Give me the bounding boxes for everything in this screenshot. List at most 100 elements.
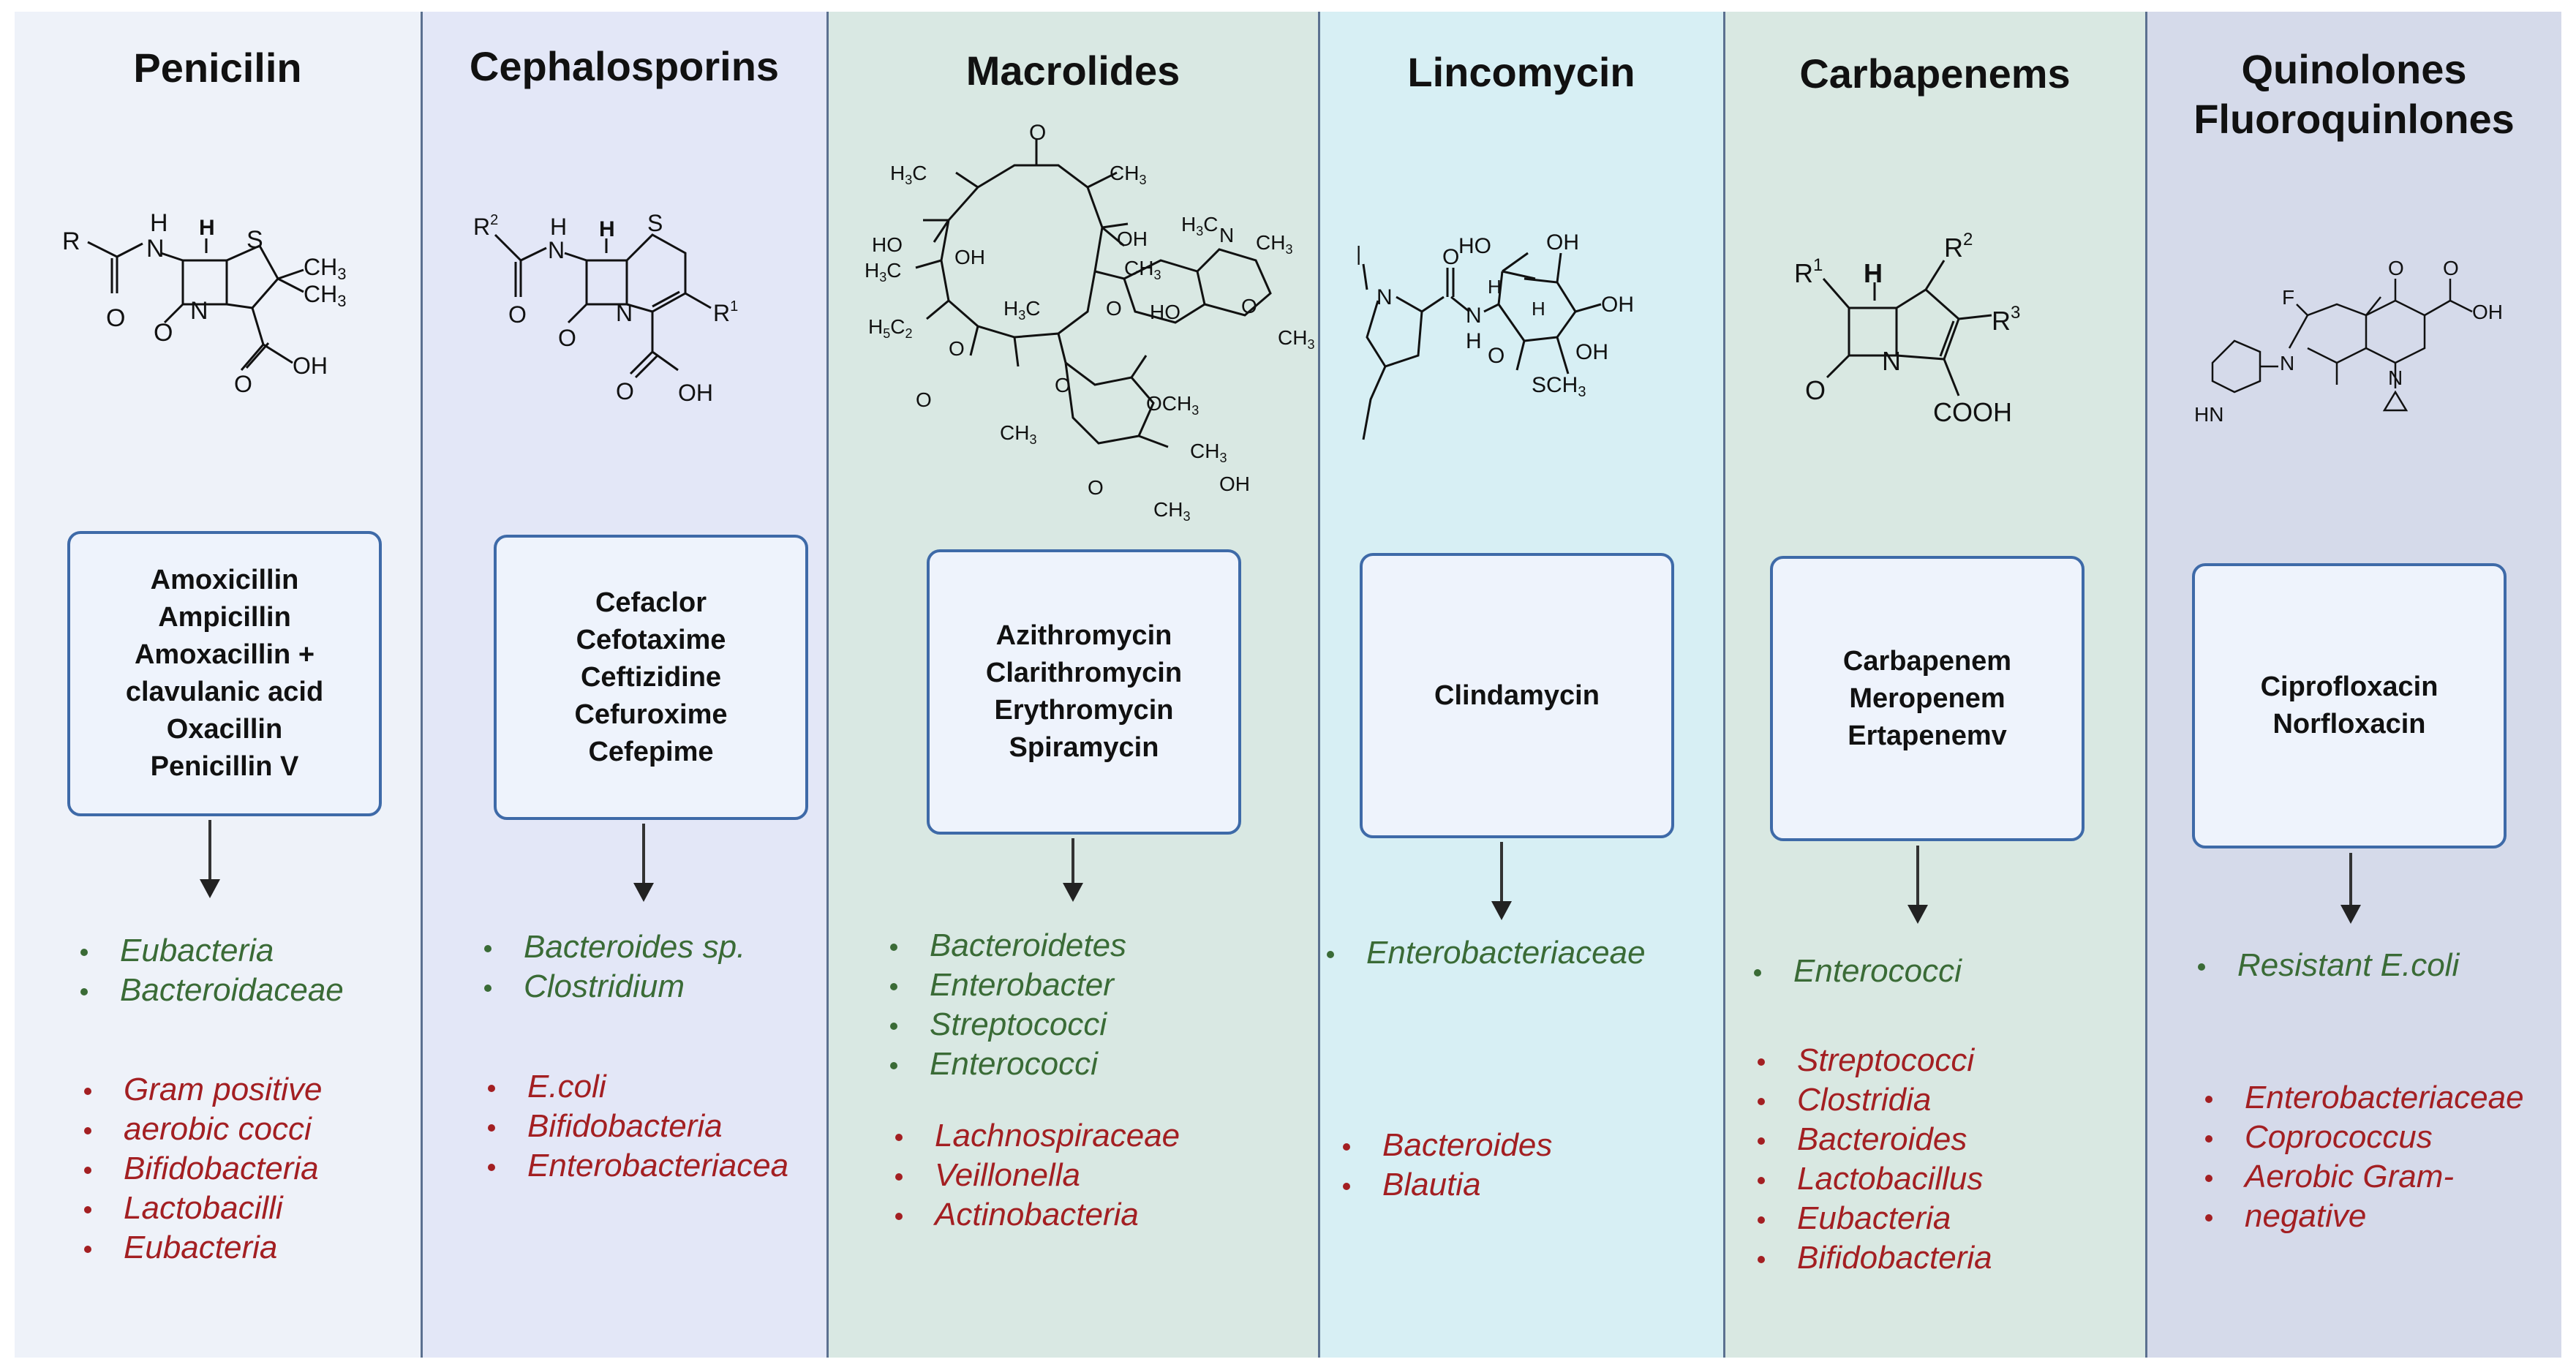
- bacteria-item: Lactobacilli: [84, 1189, 322, 1228]
- svg-text:OCH3: OCH3: [1146, 392, 1199, 418]
- svg-text:H: H: [150, 209, 168, 237]
- bacteria-item: Actinobacteria: [895, 1195, 1180, 1235]
- svg-text:CH3: CH3: [1110, 162, 1146, 187]
- column-divider: [1318, 12, 1320, 1358]
- svg-text:HO: HO: [1150, 301, 1180, 323]
- drug-name: Clindamycin: [1434, 680, 1600, 711]
- decreased-bacteria-list: Streptococci Clostridia Bacteroides Lact…: [1758, 1041, 1992, 1278]
- svg-text:N: N: [1376, 285, 1393, 309]
- svg-text:|: |: [1356, 242, 1361, 265]
- drug-name: Amoxicillin: [150, 565, 299, 595]
- column-title: Lincomycin: [1319, 48, 1723, 97]
- title-line: Macrolides: [965, 48, 1180, 94]
- drug-name: clavulanic acid: [125, 677, 324, 707]
- svg-text:OH: OH: [678, 380, 713, 406]
- column-divider: [421, 12, 423, 1358]
- drug-name: Cefepime: [588, 736, 714, 767]
- svg-text:H: H: [1466, 329, 1482, 353]
- bacteria-item: Bifidobacteria: [1758, 1238, 1992, 1278]
- drug-name: Penicillin V: [150, 751, 299, 782]
- bacteria-item: Bifidobacteria: [488, 1107, 788, 1146]
- drug-name: Amoxacillin +: [134, 639, 315, 670]
- svg-text:H: H: [199, 216, 215, 240]
- bacteria-item: negative: [2205, 1197, 2524, 1236]
- bacteria-item: Lactobacillus: [1758, 1159, 1992, 1199]
- title-line: Quinolones: [2241, 46, 2467, 92]
- bacteria-item: Bacteroides: [1343, 1126, 1552, 1165]
- bacteria-item: Veillonella: [895, 1156, 1180, 1195]
- svg-text:N: N: [616, 300, 633, 326]
- svg-text:O: O: [1106, 297, 1122, 320]
- bacteria-item: E.coli: [488, 1067, 788, 1107]
- svg-text:HO: HO: [872, 233, 903, 256]
- svg-text:O: O: [1029, 121, 1046, 145]
- bacteria-item: Clostridium: [484, 967, 745, 1006]
- svg-text:SCH3: SCH3: [1532, 373, 1586, 400]
- bacteria-item: Enterobacteriacea: [488, 1146, 788, 1186]
- column-cephalosporins: Cephalosporins R2 O H N: [422, 12, 826, 1358]
- svg-text:CH3: CH3: [1153, 498, 1190, 524]
- svg-text:HN: HN: [2194, 403, 2223, 426]
- decreased-bacteria-list: Lachnospiraceae Veillonella Actinobacter…: [895, 1116, 1180, 1235]
- svg-text:O: O: [1241, 295, 1257, 317]
- column-divider: [2145, 12, 2147, 1358]
- svg-text:OH: OH: [1575, 340, 1608, 364]
- drug-list: Amoxicillin Ampicillin Amoxacillin + cla…: [126, 562, 323, 786]
- bacteria-item: Enterococci: [1754, 952, 1962, 991]
- down-arrow-icon: [633, 824, 654, 902]
- drug-list-box: Azithromycin Clarithromycin Erythromycin…: [927, 549, 1241, 835]
- svg-text:N: N: [146, 235, 165, 263]
- bacteria-item: Blautia: [1343, 1165, 1552, 1205]
- bacteria-item: Enterococci: [890, 1045, 1126, 1084]
- column-title: Cephalosporins: [422, 42, 826, 91]
- svg-text:N: N: [1882, 346, 1901, 376]
- carbapenem-structure-image: R1 H R2 R3 N O COOH: [1794, 230, 2020, 427]
- drug-list: Clindamycin: [1434, 677, 1600, 715]
- svg-text:CH3: CH3: [304, 254, 346, 283]
- title-line: Cephalosporins: [469, 43, 780, 89]
- column-quinolones: Quinolones Fluoroquinlones HN N F: [2147, 12, 2561, 1358]
- bacteria-item: Lachnospiraceae: [895, 1116, 1180, 1156]
- down-arrow-icon: [1063, 838, 1083, 902]
- drug-list-box: Carbapenem Meropenem Ertapenemv: [1770, 556, 2084, 841]
- svg-text:O: O: [949, 337, 965, 360]
- svg-text:H: H: [550, 214, 567, 240]
- svg-text:OH: OH: [954, 246, 985, 268]
- svg-text:O: O: [558, 325, 576, 351]
- decreased-bacteria-list: Bacteroides Blautia: [1343, 1126, 1552, 1205]
- column-divider: [826, 12, 829, 1358]
- svg-text:H: H: [1532, 298, 1545, 320]
- down-arrow-icon: [2340, 853, 2361, 924]
- macrolide-structure-image: O H3C CH3 HO H3C OH OH CH3 H5C2 H3C O HO…: [865, 121, 1314, 524]
- down-arrow-icon: [1491, 842, 1512, 920]
- drug-name: Cefotaxime: [576, 624, 726, 655]
- svg-text:H: H: [1864, 258, 1883, 288]
- svg-text:OH: OH: [1219, 473, 1250, 495]
- bacteria-item: Enterobacter: [890, 966, 1126, 1005]
- drug-list-box: Ciprofloxacin Norfloxacin: [2192, 563, 2507, 848]
- svg-text:CH3: CH3: [1190, 440, 1227, 465]
- increased-bacteria-list: Bacteroides sp. Clostridium: [484, 927, 745, 1006]
- svg-text:O: O: [1442, 245, 1459, 269]
- svg-text:H3C: H3C: [1181, 213, 1218, 238]
- bacteria-item: Bifidobacteria: [84, 1149, 322, 1189]
- svg-text:OH: OH: [293, 353, 328, 379]
- bacteria-item: Bacteroides sp.: [484, 927, 745, 967]
- bacteria-item: Bacteroidaceae: [80, 971, 344, 1010]
- svg-text:O: O: [1088, 476, 1104, 499]
- drug-name: Cefuroxime: [574, 699, 728, 730]
- svg-text:N: N: [190, 297, 208, 325]
- drug-name: Cefaclor: [595, 587, 707, 618]
- svg-text:H3C: H3C: [890, 162, 927, 187]
- svg-text:OH: OH: [1117, 227, 1148, 250]
- svg-text:H: H: [1488, 276, 1502, 298]
- bacteria-item: Bacteroides: [1758, 1120, 1992, 1159]
- svg-text:R: R: [62, 227, 80, 255]
- increased-bacteria-list: Enterobacteriaceae: [1327, 933, 1646, 973]
- svg-text:O: O: [1805, 375, 1826, 405]
- svg-text:N: N: [548, 237, 565, 263]
- svg-text:H3C: H3C: [865, 259, 901, 285]
- bacteria-item: Eubacteria: [1758, 1199, 1992, 1238]
- svg-text:O: O: [154, 319, 173, 347]
- bacteria-item: Resistant E.coli: [2198, 946, 2459, 985]
